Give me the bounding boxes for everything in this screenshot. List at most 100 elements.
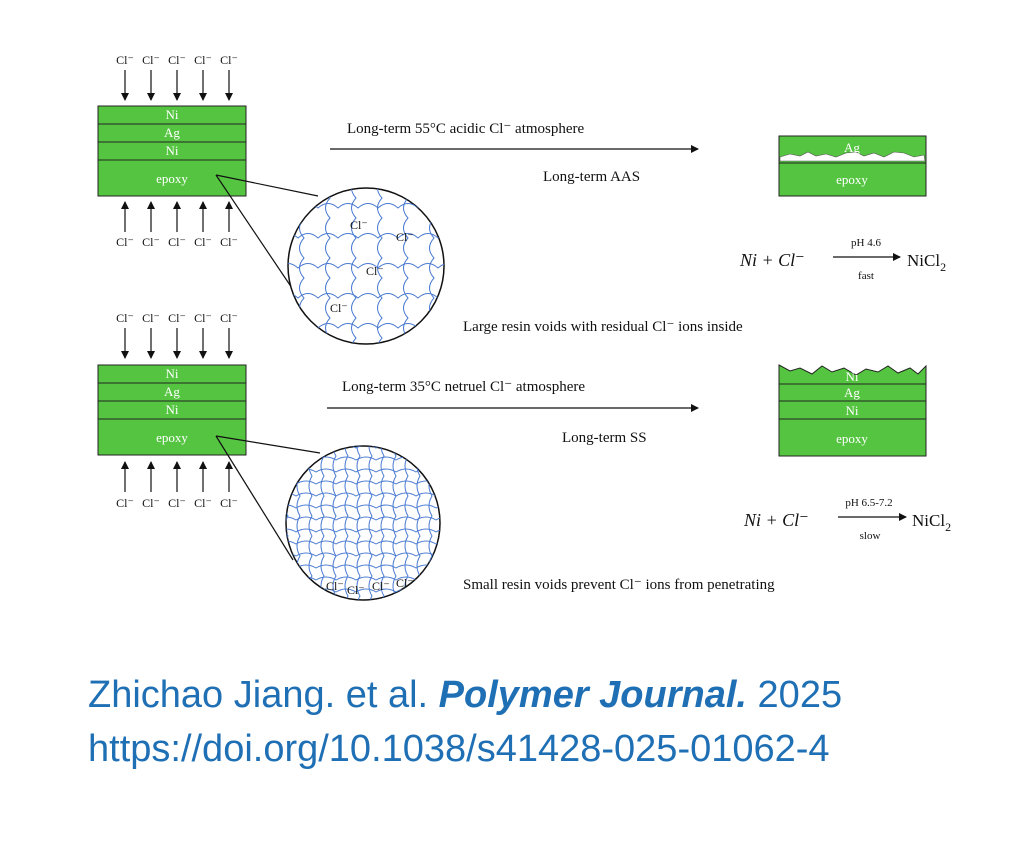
bottom-fiber-h-8 [286,516,440,521]
top-above-cl-ion-4: Cl⁻ [194,53,212,67]
bottom-test-label: Long-term SS [562,430,647,446]
top-condition-label: Long-term 55°C acidic Cl⁻ atmosphere [347,121,585,137]
bottom-void-ion-4: Cl⁻ [396,576,414,590]
bottom-result-sample: Ni Ag Ni epoxy [778,364,927,457]
bottom-fiber-v-9 [368,446,373,600]
bottom-fiber-h-1 [276,433,456,436]
top-result-epoxy-label: epoxy [836,172,868,187]
top-above-cl-ion-1: Cl⁻ [116,53,134,67]
top-below-cl-ion-3: Cl⁻ [168,235,186,249]
bottom-void-ion-1: Cl⁻ [326,579,344,593]
top-void-ion-1: Cl⁻ [350,218,368,232]
bottom-result-ag-label: Ag [844,385,860,400]
top-reaction: Ni + Cl⁻ pH 4.6 fast NiCl2 [739,237,946,282]
citation-authors: Zhichao Jiang. et al. [88,674,429,716]
bottom-above-cl-ion-4: Cl⁻ [194,311,212,325]
top-below-cl-ion-2: Cl⁻ [142,235,160,249]
top-result-sample: Ag epoxy [778,135,927,197]
bottom-epoxy-layer-label: epoxy [156,430,188,445]
bottom-sample-stack: Ni Ag Ni epoxy [97,364,247,456]
bottom-fiber-h-7 [286,504,440,509]
bottom-below-cl-ion-2: Cl⁻ [142,496,160,510]
top-below-cl-ion-4: Cl⁻ [194,235,212,249]
bottom-reaction: Ni + Cl⁻ pH 6.5-7.2 slow NiCl2 [743,497,951,542]
bottom-void-ion-2: Cl⁻ [347,583,365,597]
top-reaction-product: NiCl2 [907,251,946,274]
bottom-result-ni-label-2: Ni [846,403,859,418]
top-test-label: Long-term AAS [543,169,640,185]
top-sample-stack: Ni Ag Ni epoxy [97,105,247,197]
bottom-result-epoxy-label: epoxy [836,431,868,446]
bottom-fiber-v-1 [273,436,276,616]
bottom-above-cl-ion-1: Cl⁻ [116,311,134,325]
bottom-fiber-v-5 [320,446,325,600]
bottom-fiber-h-5 [286,480,440,485]
bottom-ag-layer-label: Ag [164,384,180,399]
citation-doi[interactable]: https://doi.org/10.1038/s41428-025-01062… [88,728,830,770]
bottom-fiber-v-12 [404,446,409,600]
bottom-fiber-v-10 [380,446,385,600]
bottom-fiber-v-8 [356,446,361,600]
bottom-result-ni-label: Ni [846,369,859,384]
top-fiber-v-3 [325,188,331,344]
top-above-cl-ion-3: Cl⁻ [168,53,186,67]
top-reaction-rate: fast [858,270,874,282]
bottom-below-cl-ion-1: Cl⁻ [116,496,134,510]
top-epoxy-layer-label: epoxy [156,171,188,186]
bottom-fiber-v-7 [344,446,349,600]
bottom-fiber-h-10 [286,540,440,545]
bottom-fiber-v-6 [332,446,337,600]
top-fiber-h-5 [288,293,444,299]
bottom-fiber-v-15 [441,436,444,616]
top-zoom-line-upper [215,174,319,197]
bottom-above-cl-ion-2: Cl⁻ [142,311,160,325]
top-resin-void-circle: Cl⁻ Cl⁻ Cl⁻ Cl⁻ [274,174,458,358]
bottom-fiber-h-6 [286,492,440,497]
top-cl-ions-below: Cl⁻ Cl⁻ Cl⁻ Cl⁻ Cl⁻ [116,235,238,249]
citation-journal: Polymer Journal. [438,674,747,716]
top-fiber-v-1 [274,178,279,358]
top-fiber-v-6 [403,188,409,344]
bottom-reaction-rate: slow [860,530,881,542]
top-below-cl-ion-1: Cl⁻ [116,235,134,249]
top-void-ion-3: Cl⁻ [366,264,384,278]
bottom-resin-void-circle: Cl⁻ Cl⁻ Cl⁻ Cl⁻ [273,433,456,616]
top-void-ion-2: Cl⁻ [396,230,414,244]
top-fiber-h-3 [288,233,444,239]
top-ni-layer-label: Ni [166,107,179,122]
top-result-ag-label: Ag [844,140,860,155]
bottom-resin-fibers [273,433,456,616]
top-fiber-v-4 [351,188,357,344]
bottom-below-cl-ion-4: Cl⁻ [194,496,212,510]
bottom-reaction-reactants: Ni + Cl⁻ [743,510,809,530]
bottom-cl-ions-above: Cl⁻Cl⁻Cl⁻Cl⁻Cl⁻ [116,311,238,325]
bottom-fiber-v-11 [392,446,397,600]
bottom-ni-layer-label: Ni [166,366,179,381]
top-above-cl-ion-2: Cl⁻ [142,53,160,67]
top-zoom-line-lower [215,174,301,301]
bottom-zoom-line-upper [215,435,321,454]
bottom-reaction-product: NiCl2 [912,511,951,534]
top-reaction-reactants: Ni + Cl⁻ [739,250,805,270]
top-void-ion-4: Cl⁻ [330,301,348,315]
top-ion-arrows-below [121,201,233,232]
bottom-fiber-h-11 [286,552,440,557]
top-ni-layer-label-2: Ni [166,143,179,158]
bottom-void-ion-3: Cl⁻ [372,579,390,593]
top-fiber-h-1 [278,174,458,179]
top-below-cl-ion-5: Cl⁻ [220,235,238,249]
top-ion-arrows-above [121,70,233,101]
bottom-cl-ions-below: Cl⁻Cl⁻Cl⁻Cl⁻Cl⁻ [116,496,238,510]
top-reaction-ph: pH 4.6 [851,237,881,249]
top-fiber-h-4 [288,263,444,269]
bottom-ion-arrows-below [121,461,233,492]
bottom-void-caption: Small resin voids prevent Cl⁻ ions from … [463,577,775,593]
top-void-caption: Large resin voids with residual Cl⁻ ions… [463,319,743,335]
bottom-condition-label: Long-term 35°C netruel Cl⁻ atmosphere [342,379,585,395]
bottom-above-cl-ion-5: Cl⁻ [220,311,238,325]
bottom-fiber-h-12 [286,564,440,569]
bottom-fiber-h-9 [286,528,440,533]
citation-year: 2025 [757,674,843,716]
